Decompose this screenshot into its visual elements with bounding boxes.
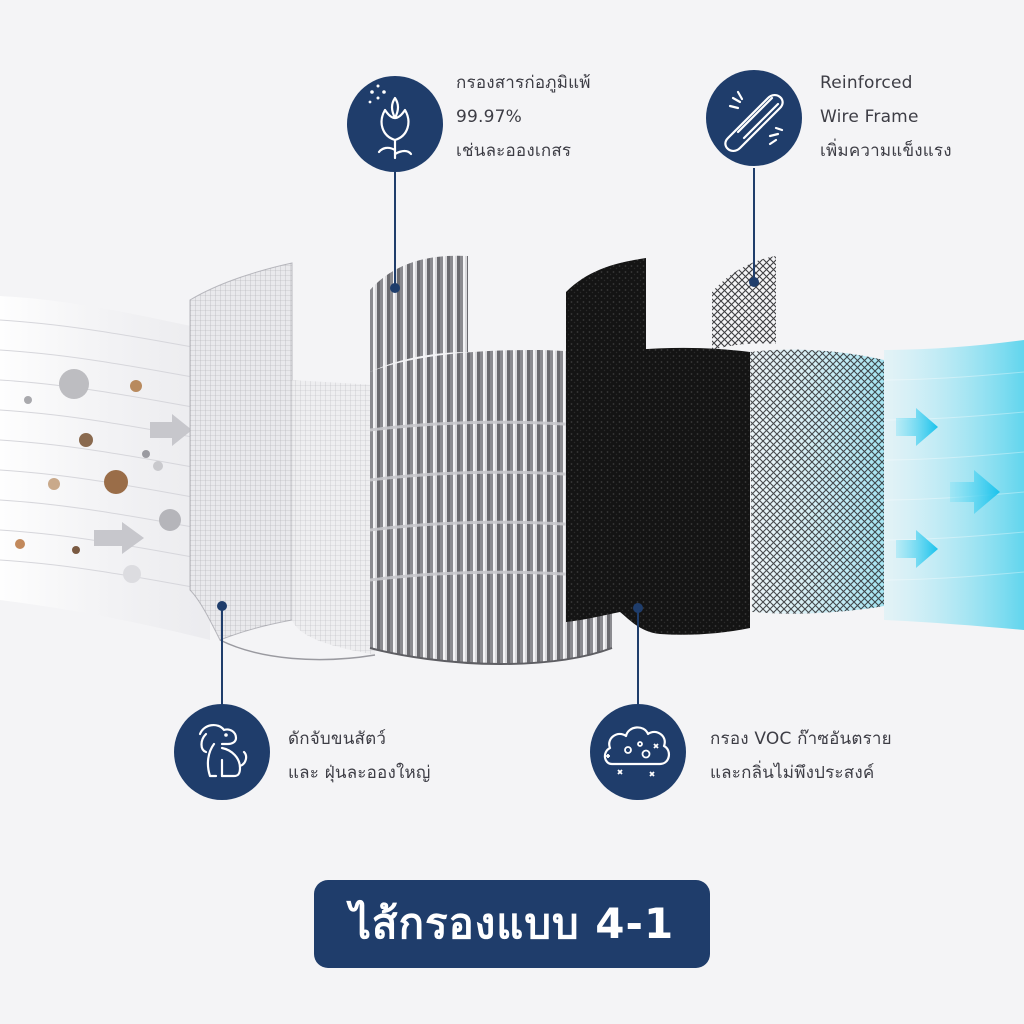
callout-wire-frame-line-2: Wire Frame (820, 107, 919, 127)
callout-allergen-line-2: 99.97% (456, 107, 523, 127)
outgoing-arrows (896, 408, 1000, 568)
wire-frame-layer (712, 256, 884, 614)
callout-wire-frame-line-1: Reinforced (820, 73, 913, 93)
dog-icon (174, 704, 270, 800)
callout-wire-frame-line-3: เพิ่มความแข็งแรง (820, 141, 952, 161)
filter-type-badge: ไส้กรองแบบ 4-1 (314, 880, 710, 968)
callout-pet-hair-line-1: ดักจับขนสัตว์ (288, 729, 387, 749)
callout-wire-frame: Reinforced Wire Frame เพิ่มความแข็งแรง (820, 66, 952, 168)
callout-allergen: กรองสารก่อภูมิแพ้ 99.97% เช่นละอองเกสร (456, 66, 591, 168)
flower-icon (347, 76, 443, 172)
callout-leader-lines (217, 168, 759, 708)
incoming-air-stream (0, 296, 211, 640)
callout-voc: กรอง VOC ก๊าซอันตราย และกลิ่นไม่พึงประสง… (710, 722, 892, 790)
gas-cloud-icon (590, 704, 686, 800)
incoming-arrows (94, 414, 192, 554)
callout-voc-line-2: และกลิ่นไม่พึงประสงค์ (710, 763, 875, 783)
callout-allergen-line-1: กรองสารก่อภูมิแพ้ (456, 73, 591, 93)
callout-pet-hair: ดักจับขนสัตว์ และ ฝุ่นละอองใหญ่ (288, 722, 431, 790)
dust-particles (15, 369, 181, 583)
pre-filter-mesh-layer (189, 262, 376, 661)
filter-type-label: ไส้กรองแบบ 4-1 (349, 899, 675, 948)
wire-coil-icon (706, 70, 802, 166)
activated-carbon-layer (566, 258, 750, 635)
callout-voc-line-1: กรอง VOC ก๊าซอันตราย (710, 729, 892, 749)
callout-allergen-line-3: เช่นละอองเกสร (456, 141, 572, 161)
callout-pet-hair-line-2: และ ฝุ่นละอองใหญ่ (288, 763, 431, 783)
